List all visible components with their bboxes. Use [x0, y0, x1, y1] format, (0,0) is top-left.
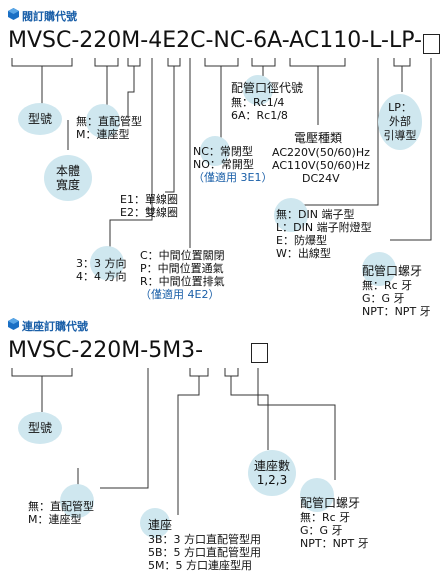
- model-bubble-2: 型號: [18, 412, 62, 444]
- mount-bubble-2-bg: [60, 484, 94, 518]
- center-note: （僅適用 4E2）: [140, 288, 220, 301]
- pipe-size-bubble-bg: [243, 75, 273, 105]
- model-bubble: 型號: [18, 103, 62, 135]
- connector-option-explosion: E：防爆型: [276, 234, 327, 247]
- thread-option-rc-2: 無：Rc 牙: [300, 511, 351, 524]
- base-option-5m: 5M：5 方口連座型用: [148, 559, 252, 572]
- coil-option-single: E1：單線圈: [120, 193, 178, 206]
- manifold-order-code: MVSC-220M-5M3-: [8, 338, 203, 363]
- stations-bubble: 連座數 1,2,3: [248, 450, 296, 496]
- coil-list: E1：單線圈 E2：雙線圈: [120, 193, 178, 219]
- mount-option-base: M：連座型: [76, 128, 130, 141]
- pipe-size-option-rc18: 6A：Rc1/8: [231, 109, 288, 122]
- valve-code-placeholder-box: [423, 34, 440, 54]
- hexagon-icon: [8, 8, 19, 20]
- voltage-option-ac220: AC220V(50/60)Hz: [272, 146, 370, 159]
- body-width-bubble: 本體 寬度: [44, 155, 92, 201]
- base-title: 連座: [148, 518, 173, 532]
- thread-bubble-2-bg: [300, 478, 334, 512]
- voltage-title: 電壓種類: [294, 131, 343, 145]
- model-bubble-label: 型號: [27, 112, 52, 126]
- lp-bubble: LP： 外部 引導型: [378, 94, 422, 150]
- mount-option-base-2: M：連座型: [28, 513, 82, 526]
- body-width-bubble-label: 本體 寬度: [55, 164, 80, 192]
- voltage-option-dc24: DC24V: [302, 172, 340, 185]
- center-option-pressure: P：中間位置通氣: [140, 262, 224, 275]
- coil-option-double: E2：雙線圈: [120, 206, 178, 219]
- center-option-closed: C：中間位置關閉: [140, 249, 225, 262]
- mount-option-direct-2: 無：直配管型: [28, 500, 94, 513]
- ports-option-4: 4：4 方向: [76, 270, 127, 283]
- valve-order-code-text: MVSC-220M-4E2C-NC-6A-AC110-L-LP-: [8, 28, 422, 53]
- thread-group-2: 配管口螺牙 無：Rc 牙 G：G 牙 NPT：NPT 牙: [300, 494, 369, 550]
- lp-bubble-label: LP： 外部 引導型: [383, 101, 417, 142]
- model-bubble-2-label: 型號: [27, 421, 52, 435]
- connector-option-din-lamp: L：DIN 端子附燈型: [276, 221, 372, 234]
- ports-list: 3：3 方向 4：4 方向: [76, 257, 127, 283]
- nc-note: （僅適用 3E1）: [193, 171, 273, 184]
- thread-option-g-2: G：G 牙: [300, 524, 343, 537]
- manifold-order-code-text: MVSC-220M-5M3-: [8, 338, 204, 363]
- stations-bubble-label: 連座數 1,2,3: [253, 459, 290, 487]
- pipe-size-option-rc14: 無：Rc1/4: [231, 96, 285, 109]
- mount-type-list-2: 無：直配管型 M：連座型: [28, 500, 94, 526]
- pipe-size-group: 配管口徑代號 無：Rc1/4 6A：Rc1/8: [231, 79, 303, 122]
- base-option-3b: 3B：3 方口直配管型用: [148, 533, 262, 546]
- connector-option-wire: W：出線型: [276, 247, 331, 260]
- connector-option-din: 無：DIN 端子型: [276, 208, 355, 221]
- voltage-group: 電壓種類 AC220V(50/60)Hz AC110V(50/60)Hz DC2…: [272, 129, 370, 185]
- base-bubble-bg: [140, 508, 170, 538]
- thread-option-g: G：G 牙: [362, 292, 405, 305]
- thread-title: 配管口螺牙: [362, 264, 423, 278]
- manifold-order-code-header: 連座訂購代號: [22, 320, 88, 333]
- connector-list: 無：DIN 端子型 L：DIN 端子附燈型 E：防爆型 W：出線型: [276, 208, 372, 260]
- base-group: 連座 3B：3 方口直配管型用 5B：5 方口直配管型用 5M：5 方口連座型用: [148, 516, 261, 572]
- ports-bubble-bg: [90, 246, 124, 280]
- pipe-size-title: 配管口徑代號: [231, 81, 304, 95]
- mount-bubble-bg: [86, 104, 120, 138]
- nc-option-open: NO：常開型: [193, 158, 254, 171]
- center-option-exhaust: R：中間位置排氣: [140, 275, 225, 288]
- valve-code-connector-lines: [11, 58, 432, 250]
- voltage-option-ac110: AC110V(50/60)Hz: [272, 159, 370, 172]
- manifold-code-placeholder-box: [251, 343, 268, 363]
- valve-order-code: MVSC-220M-4E2C-NC-6A-AC110-L-LP-: [8, 28, 422, 53]
- center-position-list: C：中間位置關閉 P：中間位置通氣 R：中間位置排氣 （僅適用 4E2）: [140, 249, 225, 301]
- nc-bubble-bg: [200, 136, 230, 166]
- hexagon-icon: [8, 318, 19, 330]
- thread-option-npt-2: NPT：NPT 牙: [300, 537, 369, 550]
- mount-type-list: 無：直配管型 M：連座型: [76, 115, 142, 141]
- valve-order-code-header: 閥訂購代號: [22, 10, 77, 23]
- ports-option-3: 3：3 方向: [76, 257, 127, 270]
- base-option-5b: 5B：5 方口直配管型用: [148, 546, 262, 559]
- thread-group: 配管口螺牙 無：Rc 牙 G：G 牙 NPT：NPT 牙: [362, 262, 431, 318]
- thread-option-rc: 無：Rc 牙: [362, 279, 413, 292]
- connector-bubble-bg: [274, 198, 308, 232]
- thread-title-2: 配管口螺牙: [300, 496, 361, 510]
- nc-option-closed: NC：常閉型: [193, 145, 253, 158]
- nc-list: NC：常閉型 NO：常開型 （僅適用 3E1）: [193, 145, 272, 184]
- mount-option-direct: 無：直配管型: [76, 115, 142, 128]
- thread-bubble-bg: [362, 252, 396, 286]
- thread-option-npt: NPT：NPT 牙: [362, 305, 431, 318]
